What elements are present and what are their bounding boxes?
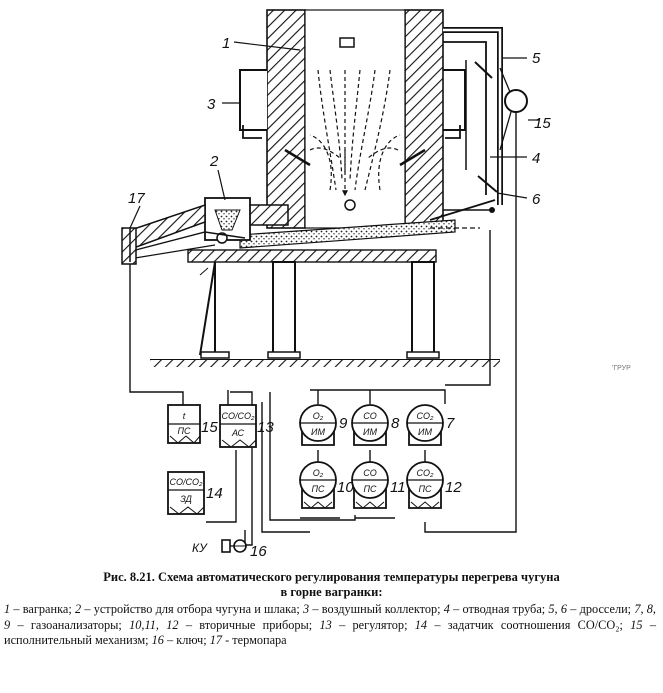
setter-14: CO/CO₂ ЗД xyxy=(167,471,205,515)
setter-14-top: CO/CO₂ xyxy=(170,477,204,487)
tuyere-eye xyxy=(344,199,356,211)
legend-text: – отводная труба; xyxy=(449,602,549,616)
ga7-top: CO₂ xyxy=(417,411,435,421)
ps11-bot: ПС xyxy=(363,484,377,494)
ps11-top: CO xyxy=(363,468,377,478)
secondary-instrument-12: CO₂ ПС xyxy=(406,461,444,509)
label-9: 9 xyxy=(339,415,348,432)
legend-text: – исполнительный механизм; xyxy=(4,617,656,648)
damper-6 xyxy=(477,175,498,193)
offtake-pipe xyxy=(429,27,503,221)
instrument-15-bot: ПС xyxy=(177,426,191,436)
label-8: 8 xyxy=(391,415,400,432)
figure-legend: 1 – вагранка; 2 – устройство для отбора … xyxy=(4,602,656,649)
gas-analyzer-9: O₂ ИМ xyxy=(299,404,337,446)
charging-window xyxy=(339,37,355,48)
label-15-inst: 15 xyxy=(201,419,218,436)
legend-text: – ключ; xyxy=(163,633,210,647)
label-1: 1 xyxy=(222,35,230,52)
actuator-15 xyxy=(499,67,528,151)
caption-line-1: Рис. 8.21. Схема автоматического регулир… xyxy=(103,570,560,584)
gas-analyzer-8: CO ИМ xyxy=(351,404,389,446)
instrument-15-top: t xyxy=(183,411,186,421)
legend-text: – вторичные приборы; xyxy=(178,617,320,632)
damper-5 xyxy=(474,61,493,79)
secondary-instrument-10: O₂ ПС xyxy=(299,461,337,509)
ga9-top: O₂ xyxy=(313,411,324,421)
legend-text: – устройство для отбора чугуна и шлака; xyxy=(81,602,303,616)
legend-text: – воздушный коллектор; xyxy=(309,602,444,616)
legend-text: – задатчик соотношения CO/CO₂; xyxy=(427,617,631,632)
ga7-bot: ИМ xyxy=(418,427,432,437)
label-6: 6 xyxy=(532,191,541,208)
stray-mark: 'ГРУР xyxy=(612,365,631,372)
label-4: 4 xyxy=(532,150,540,167)
regulator-13-top: CO/CO₂ xyxy=(222,411,256,421)
regulator-13: CO/CO₂ АС xyxy=(219,404,257,448)
setter-14-bot: ЗД xyxy=(180,494,192,504)
legend-num: 4 xyxy=(443,602,450,616)
ga9-bot: ИМ xyxy=(311,427,325,437)
label-12: 12 xyxy=(445,479,462,496)
ga8-bot: ИМ xyxy=(363,427,377,437)
label-15-top: 15 xyxy=(534,115,551,132)
label-3: 3 xyxy=(207,96,216,113)
gas-analyzer-7: CO₂ ИМ xyxy=(406,404,444,446)
leader-lines xyxy=(129,41,540,229)
cupola-shaft xyxy=(266,9,444,229)
ps12-bot: ПС xyxy=(418,484,432,494)
cupola-control-diagram: t ПС CO/CO₂ АС CO/CO₂ ЗД O₂ ИМ CO ИМ CO₂ xyxy=(121,9,631,560)
tapping-device xyxy=(124,197,251,259)
ps12-top: CO₂ xyxy=(417,468,435,478)
regulator-13-bot: АС xyxy=(231,428,244,438)
legend-num: 10,11, 12 xyxy=(129,617,179,632)
signal-lines xyxy=(129,112,517,546)
legend-num: 7, 8, 9 xyxy=(4,602,656,632)
hearth xyxy=(187,204,480,263)
label-14: 14 xyxy=(206,485,223,502)
tuyere-left xyxy=(284,148,311,167)
label-13: 13 xyxy=(257,419,274,436)
label-10: 10 xyxy=(337,479,354,496)
number-labels: 1 3 2 5 15 4 6 17 15 13 14 9 8 7 10 11 1… xyxy=(128,35,631,560)
legend-num: 17 xyxy=(209,633,223,647)
label-2: 2 xyxy=(209,153,219,170)
ga8-top: CO xyxy=(363,411,377,421)
legend-num: 3 xyxy=(303,602,310,616)
legend-text: - термопара xyxy=(222,633,287,647)
key-16 xyxy=(221,539,247,553)
label-7: 7 xyxy=(446,415,455,432)
label-ku: КУ xyxy=(192,541,208,555)
legend-num: 2 xyxy=(74,602,82,616)
legend-text: – вагранка; xyxy=(10,602,75,616)
label-16: 16 xyxy=(250,543,267,560)
legend-text: – дроссели; xyxy=(567,602,635,616)
ps10-bot: ПС xyxy=(311,484,325,494)
ps10-top: O₂ xyxy=(313,468,324,478)
legend-text: – газоанализаторы; xyxy=(10,617,130,632)
instrument-15: t ПС xyxy=(167,404,201,444)
legend-num: 5, 6 xyxy=(548,602,567,616)
support-structure xyxy=(150,261,500,367)
legend-num: 15 xyxy=(630,617,643,632)
legend-text: – регулятор; xyxy=(331,617,415,632)
label-5: 5 xyxy=(532,50,541,67)
label-11: 11 xyxy=(390,479,406,496)
air-collector xyxy=(239,69,466,139)
legend-num: 13 xyxy=(319,617,332,632)
secondary-instrument-11: CO ПС xyxy=(351,461,389,509)
label-17: 17 xyxy=(128,190,145,207)
thermocouple-17 xyxy=(121,227,137,265)
tuyere-right xyxy=(399,148,426,167)
legend-num: 1 xyxy=(4,602,11,616)
figure-caption: Рис. 8.21. Схема автоматического регулир… xyxy=(0,570,663,600)
legend-num: 14 xyxy=(414,617,428,632)
legend-num: 16 xyxy=(151,633,164,647)
caption-line-2: в горне вагранки: xyxy=(280,585,383,599)
